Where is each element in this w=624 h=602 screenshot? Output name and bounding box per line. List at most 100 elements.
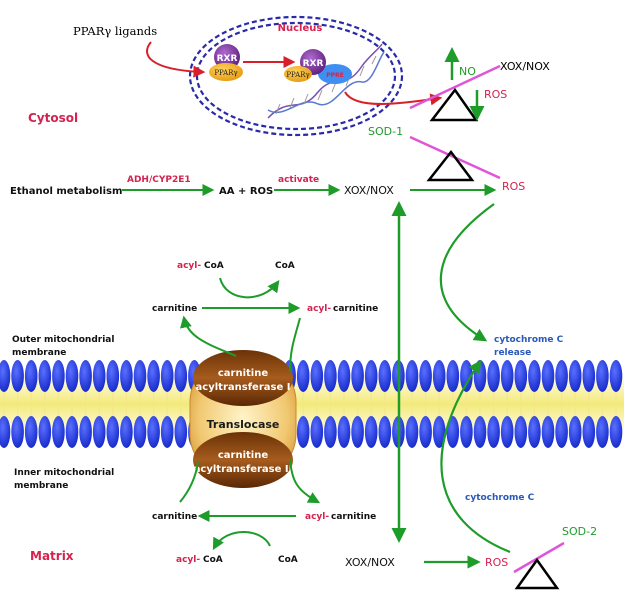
lipid-head: [364, 416, 378, 448]
lipid-head: [487, 416, 500, 448]
lipid-head: [432, 416, 446, 448]
adh-cyp2e1-label: ADH/CYP2E1: [127, 175, 191, 185]
lipid-head: [174, 416, 188, 448]
ethanol-metabolism-label: Ethanol metabolism: [10, 186, 122, 197]
lipid-head: [528, 360, 541, 392]
lipid-head: [52, 416, 65, 448]
balance-triangle-1: [429, 87, 479, 122]
ppar-ligands-label: PPARγ ligands: [73, 24, 157, 38]
acyl-coa-bottom-acyl: acyl-: [176, 555, 200, 565]
lipid-head: [596, 360, 609, 392]
lipid-head: [106, 416, 120, 448]
lipid-head: [351, 360, 364, 392]
acyl-coa-bottom-label: CoA: [203, 555, 223, 565]
outer-membrane-label-2: membrane: [12, 348, 66, 358]
lipid-head: [92, 416, 106, 448]
lipid-head: [596, 416, 609, 448]
acyl-carnitine-top-acyl: acyl-: [307, 304, 331, 314]
nucleus-label: Nucleus: [278, 23, 323, 34]
sod1-balance: [409, 64, 501, 182]
balance-triangle-3: [514, 557, 560, 590]
rxr-label-2: RXR: [303, 59, 324, 69]
lipid-head: [106, 360, 120, 392]
lipid-head: [174, 360, 188, 392]
lipid-head: [324, 416, 337, 448]
lipid-head: [609, 416, 623, 448]
lipid-head: [24, 416, 38, 448]
lipid-head: [541, 360, 555, 392]
ppar-label-1: PPARγ: [214, 69, 237, 77]
lipid-head: [419, 360, 432, 392]
receptor-complex-1: RXR PPARγ: [209, 44, 243, 81]
lipid-head: [92, 360, 106, 392]
carnitine-bottom-arrows: [179, 459, 321, 551]
cat1-label-line2: acyltransferase I: [196, 382, 291, 393]
cat1-enzyme: [193, 350, 293, 406]
xox-nox-bottom-label: XOX/NOX: [345, 556, 395, 569]
lipid-head: [500, 360, 514, 392]
ros-mid-label: ROS: [502, 180, 525, 193]
coa-top-right-label: CoA: [275, 261, 295, 271]
lipid-head: [120, 360, 133, 392]
matrix-label: Matrix: [30, 549, 74, 563]
lipid-head: [378, 416, 392, 448]
lipid-head: [364, 360, 378, 392]
lipid-head: [555, 416, 568, 448]
transporter-complex: carnitine acyltransferase I Translocase …: [189, 350, 297, 488]
lipid-head: [460, 416, 473, 448]
lipid-head: [500, 416, 514, 448]
inner-membrane-label-1: Inner mitochondrial: [14, 468, 114, 478]
ros-top-label: ROS: [484, 88, 507, 101]
lipid-head: [310, 416, 324, 448]
acyl-carnitine-top-label: carnitine: [333, 304, 378, 314]
lipid-head: [582, 360, 596, 392]
lipid-head: [11, 416, 24, 448]
sod2-label: SOD-2: [562, 525, 597, 538]
rxr-label-1: RXR: [217, 54, 238, 64]
lipid-head: [11, 360, 24, 392]
acyl-carnitine-bottom-acyl: acyl-: [305, 512, 329, 522]
lipid-head: [65, 360, 79, 392]
lipid-head: [79, 416, 92, 448]
xox-nox-top-label: XOX/NOX: [500, 60, 550, 73]
aa-ros-label: AA + ROS: [219, 186, 273, 197]
lipid-head: [351, 416, 364, 448]
lipid-head: [160, 416, 174, 448]
cytc-release-label-2: release: [494, 348, 531, 358]
coa-bottom-label: CoA: [278, 555, 298, 565]
coa-top-left-label: CoA: [204, 261, 224, 271]
lipid-head: [147, 360, 160, 392]
lipid-head: [65, 416, 79, 448]
lipid-head: [405, 416, 419, 448]
ppar-label-2: PPARγ: [286, 71, 309, 79]
lipid-head: [405, 360, 419, 392]
lipid-head: [0, 416, 11, 448]
no-label: NO: [459, 65, 476, 78]
ligand-arrow: [146, 41, 206, 78]
lipid-head: [337, 416, 351, 448]
carnitine-top-arrows: [180, 277, 301, 373]
carnitine-top-label: carnitine: [152, 304, 197, 314]
lipid-head: [52, 360, 65, 392]
lipid-head: [568, 416, 582, 448]
balance-triangle-2: [426, 149, 475, 182]
lipid-head: [24, 360, 38, 392]
lipid-head: [432, 360, 446, 392]
lipid-head: [38, 416, 52, 448]
cat2-enzyme: [193, 432, 293, 488]
lipid-head: [514, 416, 528, 448]
ppre-label: PPRE: [326, 72, 344, 79]
cytosol-label: Cytosol: [28, 111, 78, 125]
lipid-head: [528, 416, 541, 448]
lipid-head: [473, 416, 487, 448]
sod2-balance: [513, 541, 565, 590]
lipid-head: [555, 360, 568, 392]
lipid-head: [160, 360, 174, 392]
matrix-ros-to-cytc-arrow: [440, 359, 511, 554]
lipid-head: [487, 360, 500, 392]
lipid-head: [609, 360, 623, 392]
lipid-head: [473, 360, 487, 392]
lipid-head: [378, 360, 392, 392]
translocase-label: Translocase: [207, 418, 280, 431]
